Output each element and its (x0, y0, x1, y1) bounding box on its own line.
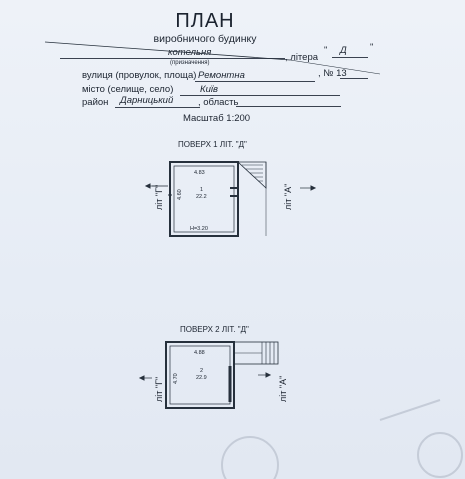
page-subtitle: виробничого будинку (153, 33, 257, 45)
street-value: Ремонтна (198, 70, 245, 81)
floor1-room-number: 1 (200, 187, 204, 193)
street-underline (195, 81, 315, 82)
purpose-caption: (призначення) (170, 60, 210, 66)
floor2-room-area: 22.9 (196, 375, 207, 381)
litera-quote-close: " (370, 42, 374, 53)
litera-value: Д (340, 45, 347, 56)
district-value: Дарницький (120, 95, 174, 106)
litera-quote-open: " (324, 45, 328, 56)
purpose-underline (60, 58, 285, 59)
floor2-lit-right: літ "А" (278, 375, 288, 402)
floor1-ceiling-height: H=3.20 (190, 226, 208, 232)
floor2-lit-left: літ "Г" (154, 376, 164, 402)
floor1-title: ПОВЕРХ 1 ЛІТ. "Д" (178, 140, 247, 149)
number-underline (340, 78, 368, 79)
floor1-lit-right: літ "А" (283, 183, 293, 210)
floor1-room-area: 22.2 (196, 194, 207, 200)
floor1-height: 4.60 (177, 189, 183, 200)
litera-label: , літера (285, 52, 319, 63)
litera-underline (332, 57, 368, 58)
floor2-height: 4.70 (173, 373, 179, 384)
city-label: місто (селище, село) (82, 84, 174, 95)
page-title: ПЛАН (175, 10, 235, 32)
city-value: Київ (200, 84, 218, 95)
street-label: вулиця (провулок, площа) (82, 70, 197, 81)
region-label: , область (198, 97, 239, 108)
floor1-width: 4.83 (194, 170, 205, 176)
floor2-width: 4.88 (194, 350, 205, 356)
district-label: район (82, 97, 109, 108)
city-underline (180, 95, 340, 96)
district-underline (115, 107, 200, 108)
floor2-title: ПОВЕРХ 2 ЛІТ. "Д" (180, 325, 249, 334)
floor2-room-number: 2 (200, 368, 204, 374)
region-underline (236, 106, 341, 107)
scale-label: Масштаб 1:200 (183, 113, 251, 124)
number-label: , № 13 (318, 68, 347, 79)
floor1-lit-left: літ "Г" (154, 184, 164, 210)
